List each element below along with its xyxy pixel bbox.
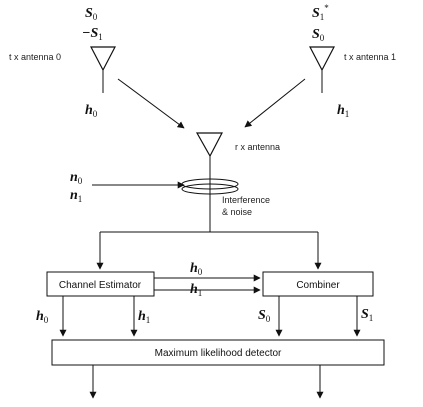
tx-antenna-0: S0 −S1 t x antenna 0 h0: [9, 6, 116, 119]
path-arrow-h1: [244, 78, 306, 128]
antenna-triangle-icon: [90, 46, 116, 72]
ml-detector-block: Maximum likelihood detector: [51, 339, 385, 366]
tx1-symbol-top: S1*: [312, 3, 329, 22]
est-out-h0: h0: [36, 309, 49, 325]
antenna-triangle-icon: [195, 132, 223, 158]
tx0-symbol-top: S0: [85, 6, 98, 22]
tx0-channel: h0: [85, 103, 98, 119]
combiner-block: Combiner: [262, 271, 374, 297]
rx-label: r x antenna: [235, 142, 280, 152]
link-h1: h1: [190, 282, 202, 298]
noise-n1: n1: [70, 188, 82, 204]
noise-label-line2: & noise: [222, 207, 252, 217]
comb-out-s0: S0: [258, 308, 271, 324]
rx-antenna: r x antenna: [195, 132, 280, 158]
tx1-channel: h1: [337, 103, 349, 119]
tx1-symbol-bottom: S0: [312, 27, 325, 43]
channel-estimator-box: [46, 271, 155, 297]
channel-estimator-label: Channel Estimator: [59, 280, 142, 291]
link-h0: h0: [190, 261, 203, 277]
noise-label-line1: Interference: [222, 195, 270, 205]
tx1-label: t x antenna 1: [344, 52, 396, 62]
ml-detector-label: Maximum likelihood detector: [155, 348, 282, 359]
combiner-label: Combiner: [296, 280, 340, 291]
channel-estimator-block: Channel Estimator: [46, 271, 155, 297]
noise-injection: n0 n1 Interference & noise: [70, 170, 270, 217]
antenna-triangle-icon: [309, 46, 335, 72]
tx-antenna-1: S1* S0 t x antenna 1 h1: [309, 3, 396, 119]
est-out-h1: h1: [138, 309, 150, 325]
tx0-label: t x antenna 0: [9, 52, 61, 62]
path-arrow-h0: [117, 78, 185, 129]
noise-n0: n0: [70, 170, 83, 186]
ml-detector-box: [51, 339, 385, 366]
comb-out-s1: S1: [361, 307, 373, 323]
tx0-symbol-bottom: −S1: [82, 26, 103, 42]
combiner-box: [262, 271, 374, 297]
